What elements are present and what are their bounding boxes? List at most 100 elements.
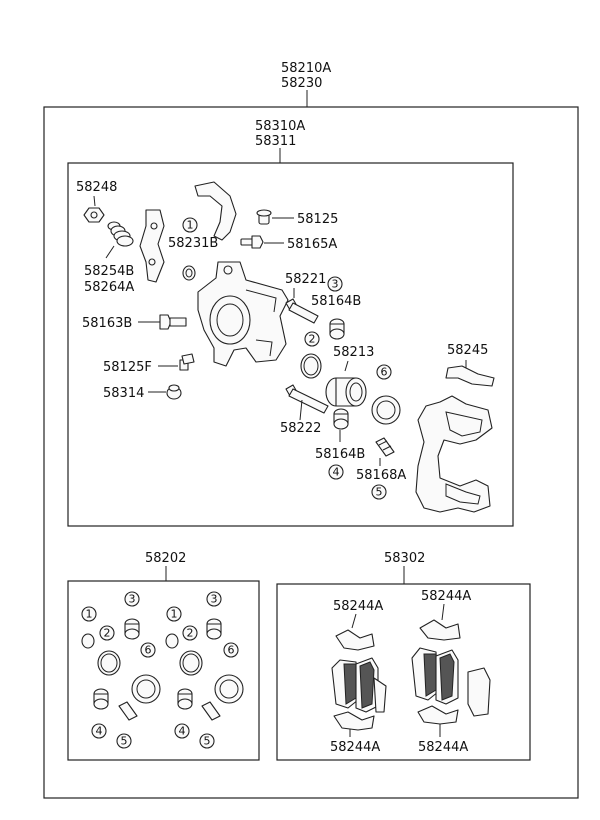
- seal-kit-frame: [67, 580, 260, 761]
- label-58168A: 58168A: [356, 468, 406, 483]
- callout-6-circle: [376, 364, 392, 380]
- label-58314: 58314: [103, 386, 144, 401]
- brake-pad-set-left: [331, 657, 387, 713]
- bolt-58163B: [159, 314, 187, 330]
- kit-sleeve-left: [118, 701, 138, 721]
- label-58244A-top-left: 58244A: [333, 599, 383, 614]
- kit-callout-4-left-text: 4: [96, 725, 103, 738]
- label-58164B-bottom: 58164B: [315, 447, 365, 462]
- kit-boot-left: [124, 618, 140, 640]
- caliper-code-b: 58311: [255, 134, 296, 149]
- pad-clip-bottom-left: [333, 711, 375, 731]
- kit-callout-5-right: [199, 733, 215, 749]
- label-58125F: 58125F: [103, 360, 152, 375]
- callout-1: 1: [187, 219, 194, 232]
- kit-washer-left: [81, 633, 95, 649]
- label-58125: 58125: [297, 212, 338, 227]
- kit-callout-3-right-text: 3: [211, 593, 218, 606]
- clip-spring: [194, 181, 237, 241]
- callout-1-circle: [182, 217, 198, 233]
- callout-6: 6: [381, 366, 388, 379]
- label-58231B: 58231B: [168, 236, 218, 251]
- callout-4-circle: [328, 464, 344, 480]
- pad-clip-top-right: [419, 619, 461, 641]
- boot-58164B-top: [329, 318, 345, 340]
- pad-clip-bottom-right: [417, 705, 459, 725]
- label-58221: 58221: [285, 272, 326, 287]
- label-58163B: 58163B: [82, 316, 132, 331]
- callout-3-circle: [327, 276, 343, 292]
- kit-callout-1-right-text: 1: [171, 608, 178, 621]
- caliper-housing: [197, 261, 289, 367]
- leader-58244A-tr: [441, 603, 445, 621]
- label-58165A: 58165A: [287, 237, 337, 252]
- label-58222: 58222: [280, 421, 321, 436]
- label-58244A-bottom-right: 58244A: [418, 740, 468, 755]
- caliper-carrier-bracket: [415, 395, 493, 513]
- kit-callout-2-right-text: 2: [187, 627, 194, 640]
- seal-kit-code: 58202: [145, 551, 186, 566]
- kit-callout-4-left: [91, 723, 107, 739]
- leader-58254B: [105, 245, 115, 259]
- callout-5-circle: [371, 484, 387, 500]
- callout-4: 4: [333, 466, 340, 479]
- kit-callout-1-left-text: 1: [86, 608, 93, 621]
- pad-kit-code: 58302: [384, 551, 425, 566]
- kit-callout-5-left-text: 5: [121, 735, 128, 748]
- piston-58213: [325, 377, 367, 407]
- label-58245: 58245: [447, 343, 488, 358]
- brake-pad-set-right: [411, 647, 459, 705]
- spring-58254B: [107, 221, 134, 247]
- kit-callout-3-right: [206, 591, 222, 607]
- bracket-detail-bottom: [445, 483, 481, 505]
- kit-callout-3-left: [124, 591, 140, 607]
- dust-boot-6: [371, 395, 401, 425]
- label-58248: 58248: [76, 180, 117, 195]
- kit-boot-right: [206, 618, 222, 640]
- sleeve-58168A: [375, 437, 395, 457]
- label-58164B-top: 58164B: [311, 294, 361, 309]
- kit-seal-ring-right-inner: [182, 653, 200, 673]
- leader-58244A-tl: [351, 613, 357, 629]
- kit-callout-2-left-text: 2: [104, 627, 111, 640]
- kit-callout-4-right-text: 4: [179, 725, 186, 738]
- callout-2: 2: [309, 333, 316, 346]
- kit-callout-1-right: [166, 606, 182, 622]
- kit-callout-2-right: [182, 625, 198, 641]
- cap-58125: [256, 209, 272, 225]
- caliper-code-a: 58310A: [255, 119, 305, 134]
- pad-shim-right: [467, 667, 491, 717]
- kit-callout-6-left: [140, 642, 156, 658]
- kit-callout-5-right-text: 5: [204, 735, 211, 748]
- leader-58222: [299, 399, 303, 421]
- seal-ring-2-inner: [303, 356, 319, 376]
- bleeder-58165A: [240, 235, 264, 249]
- callout-3: 3: [332, 278, 339, 291]
- pad-clip-top-left: [335, 629, 375, 651]
- kit-callout-6-right-text: 6: [228, 644, 235, 657]
- kit-boot-small-left: [93, 688, 109, 710]
- bleeder-58125F: [179, 353, 195, 371]
- kit-callout-3-left-text: 3: [129, 593, 136, 606]
- assembly-code-b: 58230: [281, 76, 322, 91]
- leader-58213: [344, 360, 349, 372]
- kit-washer-right: [165, 633, 179, 649]
- boot-58164B-bottom: [333, 408, 349, 430]
- nut-58248: [83, 207, 105, 223]
- label-58244A-top-right: 58244A: [421, 589, 471, 604]
- label-58244A-bottom-left: 58244A: [330, 740, 380, 755]
- cap-58314: [166, 384, 182, 400]
- kit-callout-1-left: [81, 606, 97, 622]
- guide-pin-58222: [285, 384, 329, 414]
- label-58254B: 58254B: [84, 264, 134, 279]
- callout-2-circle: [304, 331, 320, 347]
- kit-callout-5-left: [116, 733, 132, 749]
- kit-callout-2-left: [99, 625, 115, 641]
- clip-58245: [445, 365, 495, 387]
- kit-dust-boot-left: [131, 674, 161, 704]
- kit-callout-6-right: [223, 642, 239, 658]
- assembly-frame: [43, 106, 579, 799]
- caliper-frame: [67, 162, 514, 527]
